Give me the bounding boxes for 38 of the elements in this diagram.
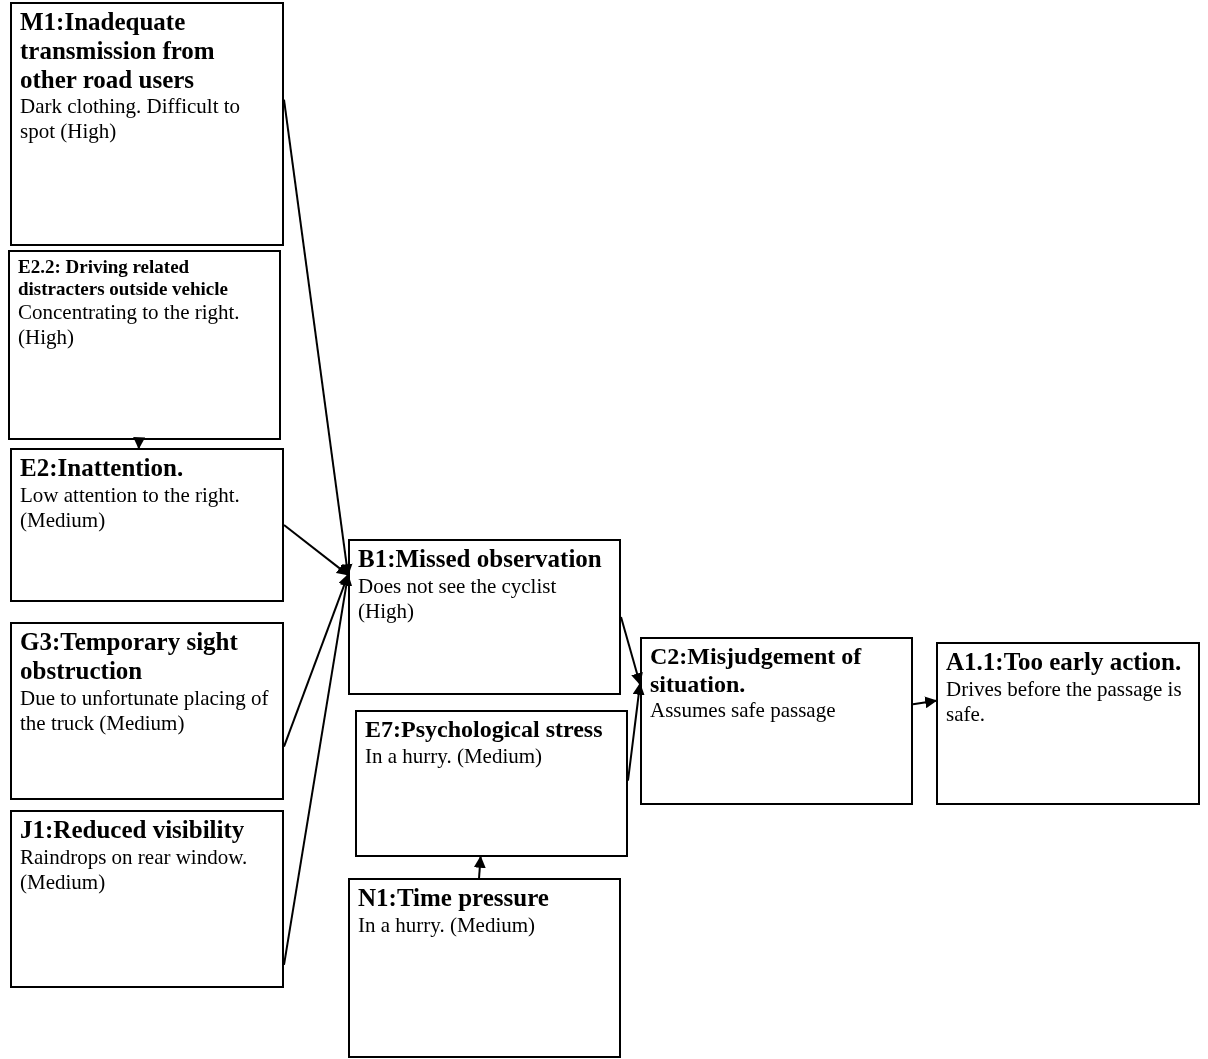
factor-heading: M1:Inadequate transmission from other road users (20, 8, 216, 95)
factor-description: Due to unfortunate placing of the truck (Medium) (20, 685, 270, 736)
arrow (627, 682, 645, 782)
arrow (283, 524, 349, 576)
arrow (912, 696, 938, 709)
factor-heading: B1:Missed observation (358, 545, 603, 574)
arrow (620, 616, 643, 686)
factor-description: Does not see the cyclist (High) (358, 573, 558, 625)
factor-description: Low attention to the right. (Medium) (20, 482, 241, 534)
factor-box (936, 642, 1200, 805)
factor-heading: E2.2: Driving related distracters outside vehicle (18, 256, 229, 300)
factor-heading: E7:Psychological stress (365, 716, 604, 744)
factor-heading: J1:Reduced visibility (20, 816, 246, 845)
factor-box (10, 622, 284, 800)
factor-heading: E2:Inattention. (20, 454, 185, 483)
factor-heading: G3:Temporary sight obstruction (20, 628, 239, 686)
factor-description: Concentrating to the right. (High) (18, 299, 241, 351)
factor-heading: N1:Time pressure (358, 884, 550, 913)
factor-description: Raindrops on rear window. (Medium) (20, 844, 249, 896)
arrow (283, 573, 350, 748)
factor-box (355, 710, 628, 857)
factor-box (348, 539, 621, 695)
factor-box (8, 250, 281, 440)
factor-description: Drives before the passage is safe. (946, 676, 1183, 728)
factor-description: In a hurry. (Medium) (358, 912, 537, 938)
factor-heading: A1.1:Too early action. (946, 648, 1183, 677)
factor-box (640, 637, 913, 805)
factor-box (10, 2, 284, 246)
factor-box (10, 810, 284, 988)
factor-description: Dark clothing. Difficult to spot (High) (20, 94, 242, 145)
factor-box (10, 448, 284, 602)
arrow (473, 855, 486, 879)
factor-box (348, 878, 621, 1058)
factor-heading: C2:Misjudgement of situation. (650, 643, 863, 699)
arrow (283, 573, 353, 966)
factor-description: In a hurry. (Medium) (365, 743, 544, 769)
factor-description: Assumes safe passage (650, 698, 837, 724)
arrow (133, 437, 146, 450)
